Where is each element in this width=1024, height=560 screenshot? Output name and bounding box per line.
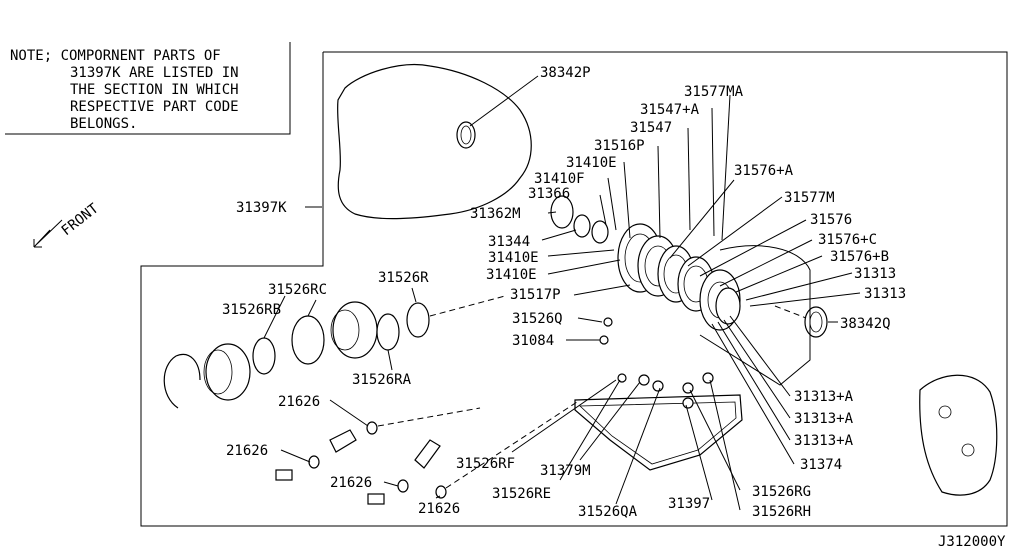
label-31313-2: 31313 — [864, 286, 906, 302]
label-31526qa: 31526QA — [578, 504, 638, 520]
label-31374: 31374 — [800, 457, 842, 473]
label-21626-4: 21626 — [418, 501, 460, 517]
label-31526rf: 31526RF — [456, 456, 515, 472]
label-31526rc: 31526RC — [268, 282, 327, 298]
label-31313a-1: 31313+A — [794, 389, 854, 405]
part-labels: 38342P 31577MA 31547+A 31547 31516P 3141… — [222, 65, 906, 520]
label-31526re: 31526RE — [492, 486, 551, 502]
label-31313-1: 31313 — [854, 266, 896, 282]
label-31366: 31366 — [528, 186, 570, 202]
label-21626-1: 21626 — [278, 394, 320, 410]
left-pistons — [163, 301, 430, 409]
label-31397: 31397 — [668, 496, 710, 512]
note-box: NOTE; COMPORNENT PARTS OF 31397K ARE LIS… — [5, 42, 291, 135]
label-31344: 31344 — [488, 234, 530, 250]
label-31397k: 31397K — [236, 200, 287, 216]
label-31084: 31084 — [512, 333, 554, 349]
label-31410e-3: 31410E — [486, 267, 537, 283]
label-31526r: 31526R — [378, 270, 429, 286]
fittings — [275, 317, 714, 505]
note-line-3: THE SECTION IN WHICH — [70, 82, 239, 98]
label-31547a: 31547+A — [640, 102, 700, 118]
label-31362m: 31362M — [470, 206, 521, 222]
label-31526q: 31526Q — [512, 311, 563, 327]
label-31517p: 31517P — [510, 287, 561, 303]
side-cover — [919, 374, 998, 496]
label-31313a-2: 31313+A — [794, 411, 854, 427]
label-31577m: 31577M — [784, 190, 835, 206]
label-21626-3: 21626 — [330, 475, 372, 491]
label-31576a: 31576+A — [734, 163, 794, 179]
label-31313a-3: 31313+A — [794, 433, 854, 449]
label-31526ra: 31526RA — [352, 372, 412, 388]
oil-seal-38342p — [456, 121, 476, 149]
label-38342q: 38342Q — [840, 316, 891, 332]
label-31576: 31576 — [810, 212, 852, 228]
note-line-2: 31397K ARE LISTED IN — [70, 65, 239, 81]
label-31410e-1: 31410E — [566, 155, 617, 171]
case-gasket — [337, 64, 532, 220]
label-31526rb: 31526RB — [222, 302, 281, 318]
label-31576b: 31576+B — [830, 249, 889, 265]
label-31516p: 31516P — [594, 138, 645, 154]
oil-pan — [574, 394, 743, 471]
note-line-1: NOTE; COMPORNENT PARTS OF — [10, 48, 221, 64]
label-31526rh: 31526RH — [752, 504, 811, 520]
ring-stack — [550, 195, 828, 338]
front-arrow: FRONT — [33, 200, 103, 248]
label-38342p: 38342P — [540, 65, 591, 81]
note-line-4: RESPECTIVE PART CODE — [70, 99, 239, 115]
leader-lines — [263, 94, 861, 511]
diagram-code: J312000Y — [938, 534, 1006, 550]
label-31577ma: 31577MA — [684, 84, 744, 100]
label-31526rg: 31526RG — [752, 484, 811, 500]
frame-outline — [140, 51, 1008, 527]
label-31379m: 31379M — [540, 463, 591, 479]
label-31547: 31547 — [630, 120, 672, 136]
label-31576c: 31576+C — [818, 232, 877, 248]
front-label: FRONT — [59, 200, 103, 239]
label-31410e-2: 31410E — [488, 250, 539, 266]
label-21626-2: 21626 — [226, 443, 268, 459]
label-31410f: 31410F — [534, 171, 585, 187]
front-arrow-icon — [33, 219, 63, 248]
note-line-5: BELONGS. — [70, 116, 137, 132]
